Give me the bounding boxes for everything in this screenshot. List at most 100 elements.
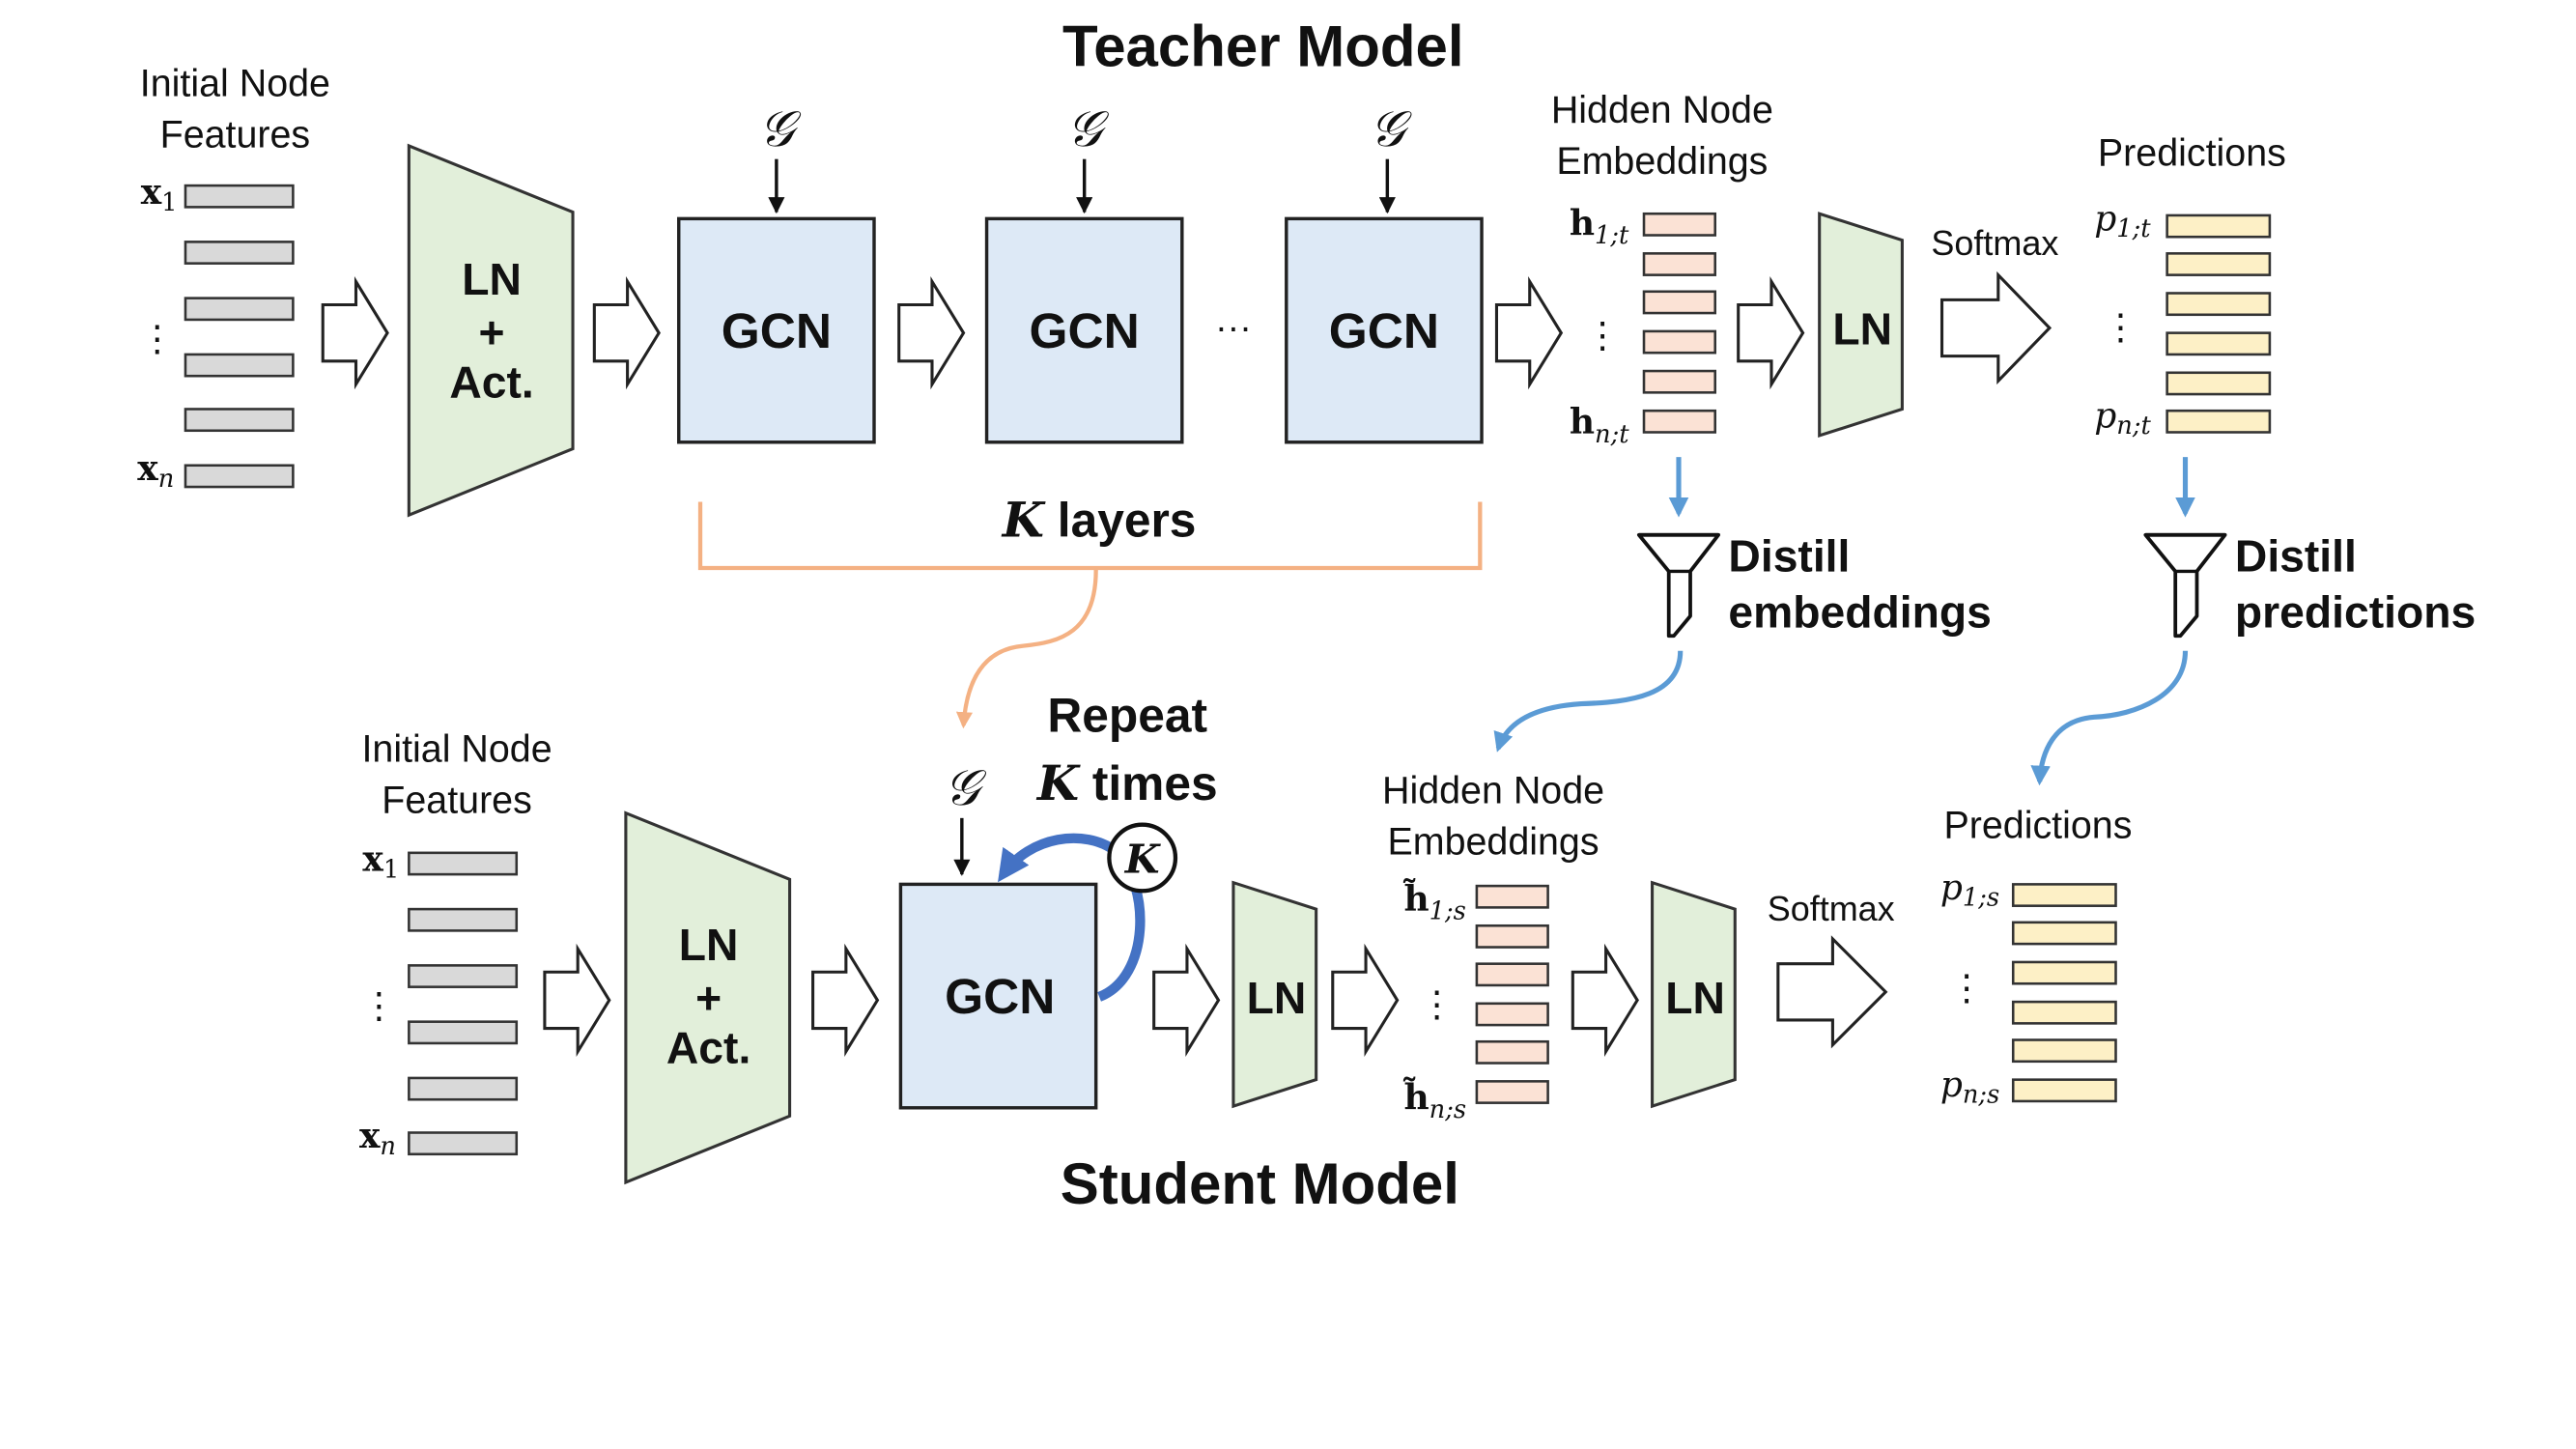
student-ln-act-line3: Act. — [666, 1023, 750, 1073]
embedding-bar — [1475, 1039, 1549, 1065]
prediction-bar — [2166, 409, 2272, 434]
prediction-bar — [2166, 371, 2272, 396]
teacher-graph-symbol-1: 𝒢 — [759, 100, 802, 158]
hollow-arrow-icon — [543, 943, 611, 1057]
hollow-arrow-icon — [1152, 943, 1221, 1057]
repeat-label-line1: Repeat — [1047, 689, 1207, 743]
hollow-arrow-icon — [1331, 943, 1400, 1057]
prediction-bar — [2011, 1038, 2117, 1064]
student-graph-symbol: 𝒢 — [945, 759, 987, 817]
feature-bar — [408, 964, 519, 988]
student-pn-label: pn;s — [1940, 1065, 1999, 1110]
teacher-ln-act-line1: LN — [462, 254, 522, 304]
student-h1-label: h̃1;s — [1402, 879, 1466, 926]
student-ln2-block — [1651, 880, 1737, 1109]
feature-bar — [408, 1131, 519, 1156]
feature-bar — [184, 464, 295, 489]
teacher-gcn-block-3 — [1285, 216, 1484, 444]
teacher-h1-label: h1;t — [1570, 204, 1629, 251]
feature-bar — [408, 907, 519, 932]
teacher-gcn-label-2: GCN — [1030, 302, 1140, 358]
embedding-bar — [1642, 369, 1717, 394]
distill-embed-curve-arrow — [1493, 650, 1684, 753]
student-title: Student Model — [1061, 1151, 1459, 1216]
hollow-arrow-icon — [592, 276, 661, 390]
student-x1-label: x1 — [362, 839, 399, 885]
student-gcn-block — [898, 882, 1098, 1110]
teacher-p1-label: p1;t — [2094, 199, 2151, 243]
student-embed-label-line2: Embeddings — [1387, 821, 1599, 864]
feature-bar — [408, 1076, 519, 1101]
teacher-graph-symbol-2: 𝒢 — [1066, 100, 1109, 158]
prediction-bar — [2166, 252, 2272, 276]
distill-embeddings-line2: embeddings — [1728, 587, 1992, 638]
teacher-gcn-label-3: GCN — [1329, 302, 1439, 358]
teacher-input-label-line2: Features — [160, 114, 311, 156]
student-softmax-label: Softmax — [1768, 889, 1895, 928]
k-layers-brace — [697, 501, 1483, 571]
student-ln-label: LN — [1247, 973, 1307, 1023]
student-pred-vdots: ⋮ — [1948, 966, 1985, 1009]
teacher-hn-label: hn;t — [1570, 402, 1629, 449]
student-embed-label-line1: Hidden Node — [1382, 769, 1604, 811]
embedding-bar — [1475, 923, 1549, 949]
embedding-bar — [1475, 962, 1549, 987]
teacher-ln-act-line3: Act. — [449, 356, 533, 407]
prediction-bar — [2166, 292, 2272, 317]
teacher-pred-vdots: ⋮ — [2103, 305, 2139, 348]
teacher-gcn-label-1: GCN — [722, 302, 832, 358]
embedding-bar — [1475, 1002, 1549, 1027]
feature-bar — [408, 1020, 519, 1045]
prediction-bar — [2011, 1000, 2117, 1025]
student-hn-label: h̃n;s — [1402, 1078, 1466, 1125]
teacher-title: Teacher Model — [1062, 14, 1464, 79]
hollow-arrow-icon — [897, 276, 966, 390]
student-ln2-label: LN — [1665, 973, 1725, 1023]
teacher-ln-label: LN — [1832, 304, 1892, 355]
teacher-gcn-block-2 — [984, 216, 1184, 444]
teacher-softmax-label: Softmax — [1931, 223, 2058, 263]
teacher-embed-label-line1: Hidden Node — [1551, 89, 1773, 131]
teacher-gcn-block-1 — [677, 216, 876, 444]
student-gcn-label: GCN — [945, 968, 1055, 1024]
k-badge — [1107, 822, 1178, 894]
funnel-icon — [2143, 532, 2227, 639]
hollow-arrow-icon — [1494, 276, 1564, 390]
prediction-bar — [2011, 883, 2117, 907]
distill-predictions-line1: Distill — [2235, 530, 2357, 581]
student-embed-vdots: ⋮ — [1419, 983, 1456, 1026]
teacher-pn-label: pn;t — [2094, 396, 2151, 440]
teacher-prediction-bars — [2166, 213, 2272, 434]
embedding-bar — [1475, 1080, 1549, 1104]
student-input-bars — [408, 851, 519, 1156]
student-vdots: ⋮ — [361, 984, 398, 1027]
prediction-bar — [2166, 213, 2272, 239]
student-ln-act-block — [624, 810, 792, 1185]
teacher-ln-block — [1818, 212, 1904, 439]
hollow-arrow-icon — [1776, 935, 1888, 1049]
k-layers-label: K layers — [1001, 491, 1197, 548]
hollow-arrow-icon — [811, 943, 880, 1057]
embedding-bar — [1642, 212, 1717, 237]
feature-bar — [184, 184, 295, 209]
student-embedding-bars — [1475, 884, 1549, 1104]
funnel-icon — [1636, 532, 1721, 639]
k-badge-label: K — [1124, 835, 1162, 882]
student-pred-label: Predictions — [1943, 804, 2132, 846]
prediction-bar — [2166, 331, 2272, 356]
teacher-ln-act-block — [407, 143, 575, 518]
teacher-embedding-bars — [1642, 212, 1717, 434]
prediction-bar — [2011, 960, 2117, 985]
embedding-bar — [1475, 884, 1549, 909]
hollow-arrow-icon — [1571, 943, 1639, 1057]
student-ln-block — [1231, 880, 1318, 1109]
distill-pred-curve-arrow — [2030, 650, 2189, 786]
embedding-bar — [1642, 329, 1717, 355]
hollow-arrow-icon — [1737, 276, 1805, 390]
teacher-x1-label: x1 — [141, 172, 178, 217]
teacher-xn-label: xn — [137, 448, 174, 494]
hollow-arrow-icon — [321, 276, 389, 390]
teacher-layer-ellipsis: ··· — [1215, 306, 1252, 347]
feature-bar — [184, 353, 295, 378]
